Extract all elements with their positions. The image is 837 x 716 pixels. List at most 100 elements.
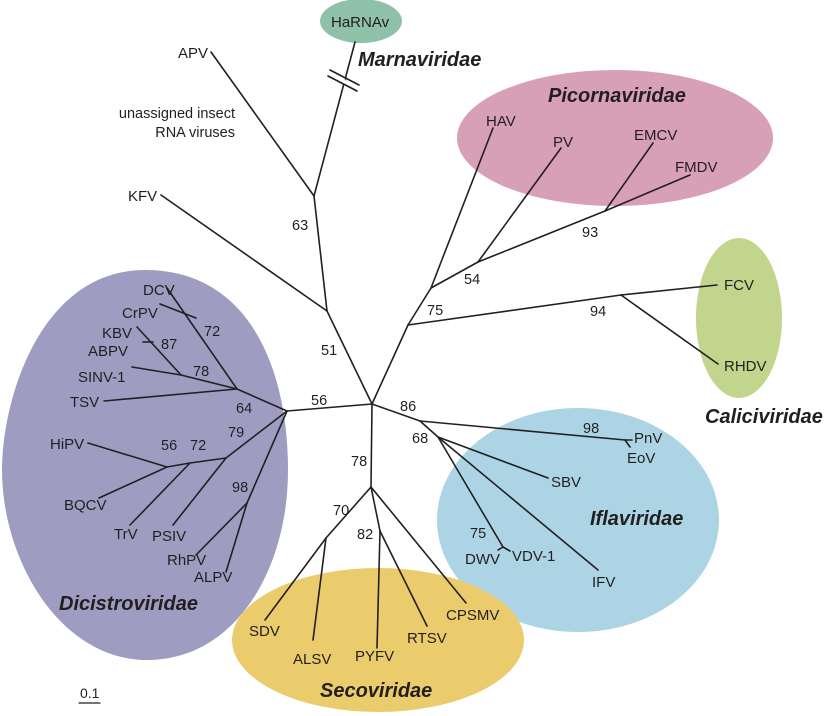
tree-branch: [225, 410, 288, 459]
tree-branch: [437, 436, 549, 479]
support-value: 72: [204, 324, 220, 340]
support-value: 82: [357, 527, 373, 543]
taxon-label: FMDV: [675, 159, 718, 176]
support-value: 64: [236, 401, 252, 417]
tree-branch: [131, 366, 182, 376]
tree-branch: [419, 420, 626, 441]
family-label-marnaviridae: Marnaviridae: [358, 49, 481, 71]
support-value: 93: [582, 225, 598, 241]
tree-branch: [326, 310, 373, 405]
taxon-label: RHDV: [724, 358, 767, 375]
support-value: 78: [351, 454, 367, 470]
support-value: 68: [412, 431, 428, 447]
tree-branches: [87, 41, 719, 649]
tree-branch: [620, 294, 719, 365]
support-value: 54: [464, 272, 480, 288]
taxon-label: VDV-1: [512, 548, 555, 565]
iflaviridae-clade-ellipse: [437, 408, 719, 632]
tree-branch: [430, 261, 479, 289]
support-value: 56: [161, 438, 177, 454]
tree-branch: [129, 462, 191, 526]
tree-branch: [180, 374, 238, 390]
tree-branch: [195, 502, 248, 556]
tree-branch: [379, 530, 428, 627]
taxon-label: ABPV: [88, 343, 128, 360]
tree-branch: [419, 420, 439, 438]
tree-branch: [370, 486, 381, 532]
tree-branch: [189, 457, 227, 464]
branch-break-gap: [338, 75, 347, 85]
taxon-label: FCV: [724, 277, 754, 294]
support-value: 78: [193, 364, 209, 380]
tree-branch: [236, 388, 288, 412]
taxon-label: SBV: [551, 474, 581, 491]
tree-branch: [136, 326, 182, 376]
support-value: 98: [232, 480, 248, 496]
tree-branch: [264, 537, 327, 621]
tree-branch: [477, 147, 562, 263]
taxon-label: TrV: [114, 526, 138, 543]
tree-branch: [172, 457, 227, 526]
taxon-label: PV: [553, 134, 573, 151]
scale-bar-label: 0.1: [80, 685, 100, 701]
taxon-label: DWV: [465, 551, 500, 568]
taxon-label: ALSV: [293, 651, 331, 668]
tree-branch: [103, 388, 238, 402]
tree-branch: [502, 546, 511, 552]
taxon-label: BQCV: [64, 497, 107, 514]
dicistroviridae-clade-shape: [2, 270, 288, 660]
unassigned-note-line1: unassigned insect: [119, 106, 235, 122]
tree-branch: [246, 410, 288, 504]
family-label-caliciviridae: Caliciviridae: [705, 406, 823, 428]
tree-branch: [477, 210, 606, 263]
taxon-label: CPSMV: [446, 607, 499, 624]
taxon-label: SINV-1: [78, 369, 126, 386]
taxon-label: PnV: [634, 430, 662, 447]
taxon-label: APV: [178, 45, 208, 62]
family-label-picornaviridae: Picornaviridae: [548, 85, 686, 107]
picornaviridae-clade-ellipse: [457, 70, 773, 206]
tree-branch: [166, 287, 238, 390]
taxon-label: EMCV: [634, 127, 677, 144]
support-value: 63: [292, 218, 308, 234]
taxon-label: DCV: [143, 282, 175, 299]
taxon-label: HiPV: [50, 436, 84, 453]
marnaviridae-clade-ellipse: [320, 0, 402, 43]
support-value: 75: [470, 526, 486, 542]
taxon-label: CrPV: [122, 305, 158, 322]
taxon-label: KFV: [128, 188, 157, 205]
tree-branch: [98, 466, 168, 499]
branch-break-mark: [327, 75, 358, 92]
support-value: 94: [590, 304, 606, 320]
tree-branch: [160, 194, 328, 312]
taxon-label: SDV: [249, 623, 280, 640]
tree-branch: [159, 303, 197, 319]
tree-branch: [225, 502, 248, 573]
tree-branch: [407, 287, 432, 326]
support-value: 98: [583, 421, 599, 437]
tree-branch: [166, 462, 191, 468]
tree-branch: [437, 436, 599, 571]
tree-branch: [437, 436, 504, 548]
tree-branch: [313, 41, 356, 197]
taxon-label: PYFV: [355, 648, 394, 665]
support-value: 70: [333, 503, 349, 519]
support-value: 87: [161, 337, 177, 353]
support-value: 72: [190, 438, 206, 454]
tree-branch: [312, 537, 327, 641]
support-value: 86: [400, 399, 416, 415]
taxon-label: RhPV: [167, 552, 206, 569]
tree-branch: [286, 403, 373, 412]
taxon-label: EoV: [627, 450, 655, 467]
tree-branch: [604, 174, 691, 212]
tree-branch: [624, 439, 631, 448]
taxon-label: HaRNAv: [331, 14, 390, 31]
tree-branch: [604, 142, 654, 212]
family-label-dicistroviridae: Dicistroviridae: [59, 593, 198, 615]
tree-branch: [430, 127, 494, 289]
taxon-label: TSV: [70, 394, 99, 411]
support-value: 51: [321, 343, 337, 359]
branch-break-mark: [329, 69, 360, 86]
support-value: 75: [427, 303, 443, 319]
